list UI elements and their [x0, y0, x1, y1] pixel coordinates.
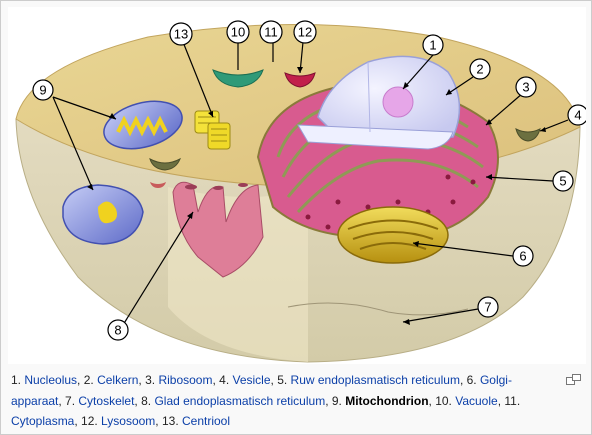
callout-5: 5 — [553, 171, 573, 191]
caption-number: 12. — [81, 414, 101, 428]
caption-current-term: Mitochondrion — [345, 394, 428, 408]
caption-link[interactable]: Ruw endoplasmatisch reticulum — [291, 373, 460, 387]
callout-3-label: 3 — [522, 80, 529, 95]
callout-10-label: 10 — [231, 25, 245, 40]
caption-link[interactable]: Glad endoplasmatisch reticulum — [154, 394, 325, 408]
magnify-clip-svg — [566, 374, 581, 385]
callout-11-label: 11 — [264, 25, 278, 40]
caption-link[interactable]: Vacuole — [455, 394, 497, 408]
caption-number: 11. — [504, 394, 520, 408]
caption-number: 9. — [332, 394, 345, 408]
caption-link[interactable]: Lysosoom — [101, 414, 155, 428]
callout-7: 7 — [478, 297, 498, 317]
callout-8: 8 — [108, 320, 128, 340]
caption-link[interactable]: Cytoplasma — [11, 414, 74, 428]
caption-number: 6. — [467, 373, 480, 387]
caption-link[interactable]: Nucleolus — [24, 373, 77, 387]
caption-number: 7. — [65, 394, 78, 408]
callout-12: 12 — [294, 21, 316, 43]
caption-number: 4. — [219, 373, 232, 387]
callout-6-label: 6 — [519, 249, 526, 264]
callout-5-label: 5 — [559, 174, 566, 189]
callout-13-label: 13 — [174, 27, 188, 42]
callout-10: 10 — [227, 21, 249, 43]
cell-diagram-svg: 1 2 3 4 5 6 7 — [8, 7, 586, 364]
caption-separator: , — [155, 414, 162, 428]
callout-9: 9 — [33, 80, 53, 100]
callout-2: 2 — [470, 59, 490, 79]
callout-4-label: 4 — [574, 108, 581, 123]
callout-13: 13 — [170, 23, 192, 45]
callout-1-label: 1 — [429, 38, 436, 53]
caption-separator: , — [77, 373, 84, 387]
caption-number: 1. — [11, 373, 24, 387]
callout-4: 4 — [568, 105, 586, 125]
caption-separator: , — [325, 394, 332, 408]
callout-7-label: 7 — [484, 300, 491, 315]
caption-link[interactable]: Vesicle — [232, 373, 270, 387]
caption-number: 10. — [435, 394, 455, 408]
callout-1: 1 — [423, 35, 443, 55]
callout-8-label: 8 — [114, 323, 121, 338]
magnify-clip-icon[interactable] — [566, 372, 581, 383]
callout-6: 6 — [513, 246, 533, 266]
callout-2-label: 2 — [476, 62, 483, 77]
caption-number: 13. — [162, 414, 182, 428]
nucleolus-shape — [383, 87, 413, 117]
caption-number: 8. — [141, 394, 154, 408]
callout-12-label: 12 — [298, 25, 312, 40]
caption-link[interactable]: Centriool — [182, 414, 230, 428]
caption-number: 2. — [84, 373, 97, 387]
caption-number: 3. — [145, 373, 158, 387]
figure-caption: 1. Nucleolus, 2. Celkern, 3. Ribosoom, 4… — [11, 370, 559, 432]
caption-separator: , — [460, 373, 467, 387]
caption-link[interactable]: Ribosoom — [158, 373, 212, 387]
caption-link[interactable]: Cytoskelet — [78, 394, 134, 408]
cell-diagram[interactable]: 1 2 3 4 5 6 7 — [8, 7, 586, 364]
caption-number: 5. — [277, 373, 290, 387]
golgi-apparatus — [338, 207, 448, 263]
callout-9-label: 9 — [39, 83, 46, 98]
callout-3: 3 — [516, 77, 536, 97]
callout-11: 11 — [260, 21, 282, 43]
caption-link[interactable]: Celkern — [97, 373, 138, 387]
mitochondrion-bottom — [63, 185, 143, 244]
